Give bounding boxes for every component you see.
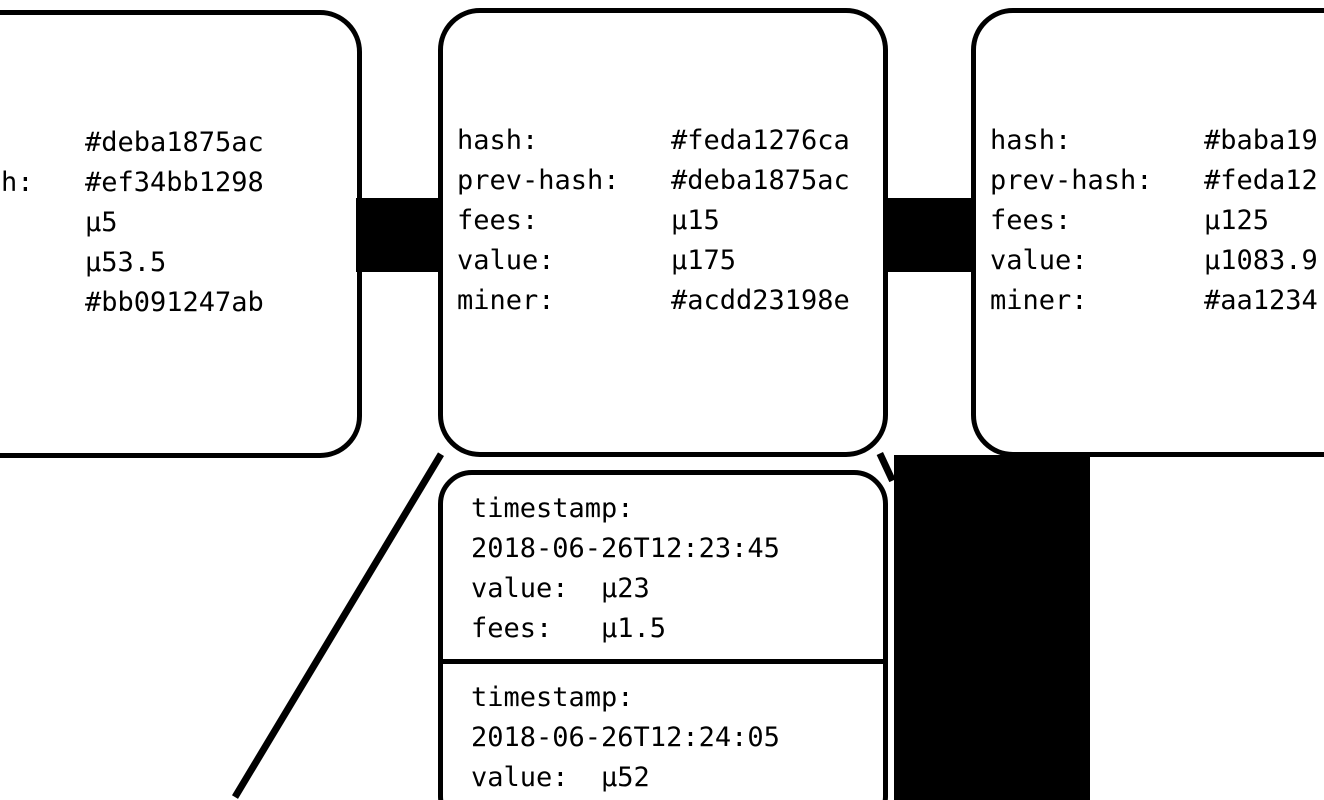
field-key: miner: [457, 285, 555, 316]
field-value: #baba19 [1204, 125, 1318, 156]
field-value: #acdd23198e [671, 285, 850, 316]
block-field-miner: miner: #aa1234 [990, 281, 1324, 321]
field-value: µ5 [85, 207, 118, 238]
field-key: value: [0, 243, 85, 283]
transaction-entry[interactable]: timestamp: 2018-06-26T12:24:05 value: µ5… [443, 659, 883, 800]
field-value: #deba1875ac [671, 165, 850, 196]
transaction-timestamp-label: timestamp: [471, 493, 634, 524]
block-card-right[interactable]: hash: #baba19 prev-hash: #feda12 fees: µ… [971, 8, 1324, 457]
chain-link-connector-1 [356, 198, 442, 272]
field-key: hash: [0, 123, 85, 163]
field-key: miner: [0, 283, 85, 323]
field-value: #ef34bb1298 [85, 167, 264, 198]
field-value: #deba1875ac [85, 127, 264, 158]
transaction-block-body [894, 455, 1090, 800]
transaction-timestamp-label: timestamp: [471, 682, 634, 713]
block-field-prev-hash: prev-hash: #deba1875ac [457, 161, 897, 201]
field-value: µ1083.9 [1204, 245, 1318, 276]
transaction-fees: fees: µ1.5 [471, 613, 667, 644]
block-field-hash: hash: #feda1276ca [457, 121, 897, 161]
transaction-timestamp-value: 2018-06-26T12:24:05 [471, 722, 780, 753]
field-value: #aa1234 [1204, 285, 1318, 316]
field-value: µ53.5 [85, 247, 167, 278]
field-key: value: [990, 245, 1088, 276]
block-field-hash: hash: #deba1875ac [0, 123, 371, 163]
block-field-miner: miner: #acdd23198e [457, 281, 897, 321]
transaction-pointer-line-left [231, 452, 444, 799]
block-card-left[interactable]: hash: #deba1875ac prev-hash: #ef34bb1298… [0, 10, 362, 458]
chain-link-connector-2 [888, 198, 974, 272]
block-field-value: value: µ1083.9 [990, 241, 1324, 281]
field-key: hash: [990, 125, 1072, 156]
block-field-list: hash: #baba19 prev-hash: #feda12 fees: µ… [990, 121, 1324, 321]
transaction-value: value: µ23 [471, 573, 650, 604]
field-key: prev-hash: [457, 165, 620, 196]
block-field-fees: fees: µ15 [457, 201, 897, 241]
field-key: prev-hash: [990, 165, 1153, 196]
transaction-value: value: µ52 [471, 762, 650, 793]
field-value: µ125 [1204, 205, 1270, 236]
block-field-fees: fees: µ5 [0, 203, 371, 243]
field-value: #feda1276ca [671, 125, 850, 156]
block-field-value: value: µ53.5 [0, 243, 371, 283]
block-field-miner: miner: #bb091247ab [0, 283, 371, 323]
field-value: µ15 [671, 205, 720, 236]
transaction-pointer-line-right [876, 452, 896, 483]
field-key: miner: [990, 285, 1088, 316]
block-field-fees: fees: µ125 [990, 201, 1324, 241]
block-field-prev-hash: prev-hash: #feda12 [990, 161, 1324, 201]
field-key: hash: [457, 125, 539, 156]
transaction-timestamp-value: 2018-06-26T12:23:45 [471, 533, 780, 564]
field-key: fees: [0, 203, 85, 243]
field-value: #bb091247ab [85, 287, 264, 318]
block-field-hash: hash: #baba19 [990, 121, 1324, 161]
block-card-middle[interactable]: hash: #feda1276ca prev-hash: #deba1875ac… [438, 8, 888, 457]
field-key: value: [457, 245, 555, 276]
field-key: prev-hash: [0, 167, 34, 198]
field-value: #feda12 [1204, 165, 1318, 196]
block-field-list: hash: #deba1875ac prev-hash: #ef34bb1298… [0, 123, 371, 323]
field-key: fees: [457, 205, 539, 236]
transaction-card[interactable]: timestamp: 2018-06-26T12:23:45 value: µ2… [438, 470, 888, 800]
block-field-prev-hash: prev-hash: #ef34bb1298 [0, 163, 371, 203]
block-field-list: hash: #feda1276ca prev-hash: #deba1875ac… [457, 121, 897, 321]
field-key: fees: [990, 205, 1072, 236]
transaction-entry[interactable]: timestamp: 2018-06-26T12:23:45 value: µ2… [443, 475, 883, 659]
field-value: µ175 [671, 245, 737, 276]
block-field-value: value: µ175 [457, 241, 897, 281]
